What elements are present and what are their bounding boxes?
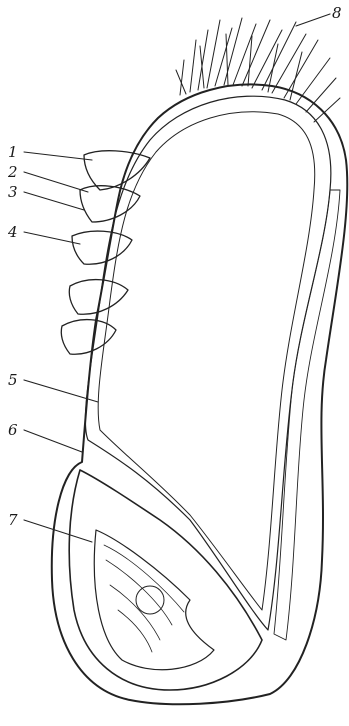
leader-1: [24, 152, 92, 160]
label-2: 2: [7, 163, 18, 181]
leader-lines: [24, 14, 330, 542]
label-3: 3: [8, 183, 18, 201]
bracts: [61, 151, 150, 355]
label-6: 6: [8, 421, 18, 439]
label-4: 4: [7, 223, 18, 241]
endosperm: [98, 112, 315, 610]
label-7: 7: [8, 511, 18, 529]
leader-8: [296, 14, 330, 26]
grain-outline: [52, 84, 348, 704]
brush-hairs: [176, 18, 340, 122]
leader-2: [24, 172, 88, 192]
label-8: 8: [332, 4, 342, 22]
embryo: [69, 470, 262, 690]
label-1: 1: [8, 143, 18, 161]
seed-coat-band: [274, 190, 340, 640]
leader-3: [24, 192, 84, 210]
leader-6: [24, 430, 82, 452]
label-5: 5: [8, 371, 18, 389]
leader-7: [24, 520, 92, 542]
